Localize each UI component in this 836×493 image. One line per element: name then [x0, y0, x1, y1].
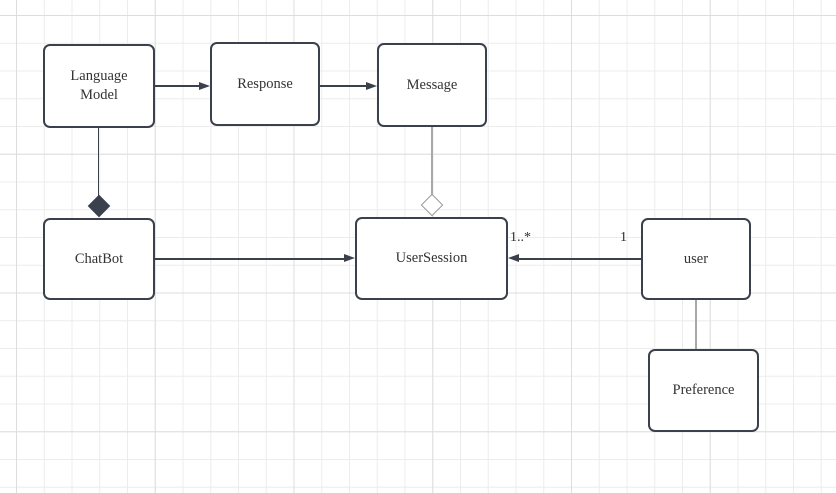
node-response[interactable]: Response [210, 42, 320, 126]
multiplicity-label-target[interactable]: 1..* [510, 230, 531, 245]
node-label: user [683, 250, 709, 267]
edge-user-usersession[interactable] [517, 258, 641, 260]
arrowhead-right-icon [199, 81, 210, 90]
node-preference[interactable]: Preference [648, 349, 759, 432]
multiplicity-label-source[interactable]: 1 [620, 230, 627, 245]
edge-user-preference[interactable] [694, 300, 698, 349]
arrowhead-right-icon [344, 254, 355, 263]
node-label: UserSession [395, 250, 468, 267]
edge-response-message[interactable] [320, 85, 368, 87]
edge-chatbot-usersession[interactable] [155, 258, 346, 260]
node-label: Response [237, 75, 293, 92]
node-label: ChatBot [74, 250, 124, 267]
node-label: Language Model [70, 68, 128, 103]
composition-diamond-icon [87, 194, 110, 217]
node-label: Message [406, 76, 458, 93]
node-chatbot[interactable]: ChatBot [43, 218, 155, 300]
edge-languagemodel-chatbot[interactable] [97, 128, 100, 196]
node-user[interactable]: user [641, 218, 751, 300]
arrowhead-left-icon [508, 254, 519, 263]
edge-languagemodel-response[interactable] [155, 85, 201, 87]
node-usersession[interactable]: UserSession [355, 217, 508, 300]
node-language-model[interactable]: Language Model [43, 44, 155, 128]
arrowhead-right-icon [366, 81, 377, 90]
node-message[interactable]: Message [377, 43, 487, 127]
node-label: Preference [672, 382, 735, 399]
aggregation-diamond-icon [420, 193, 443, 216]
edge-message-usersession[interactable] [431, 127, 433, 196]
